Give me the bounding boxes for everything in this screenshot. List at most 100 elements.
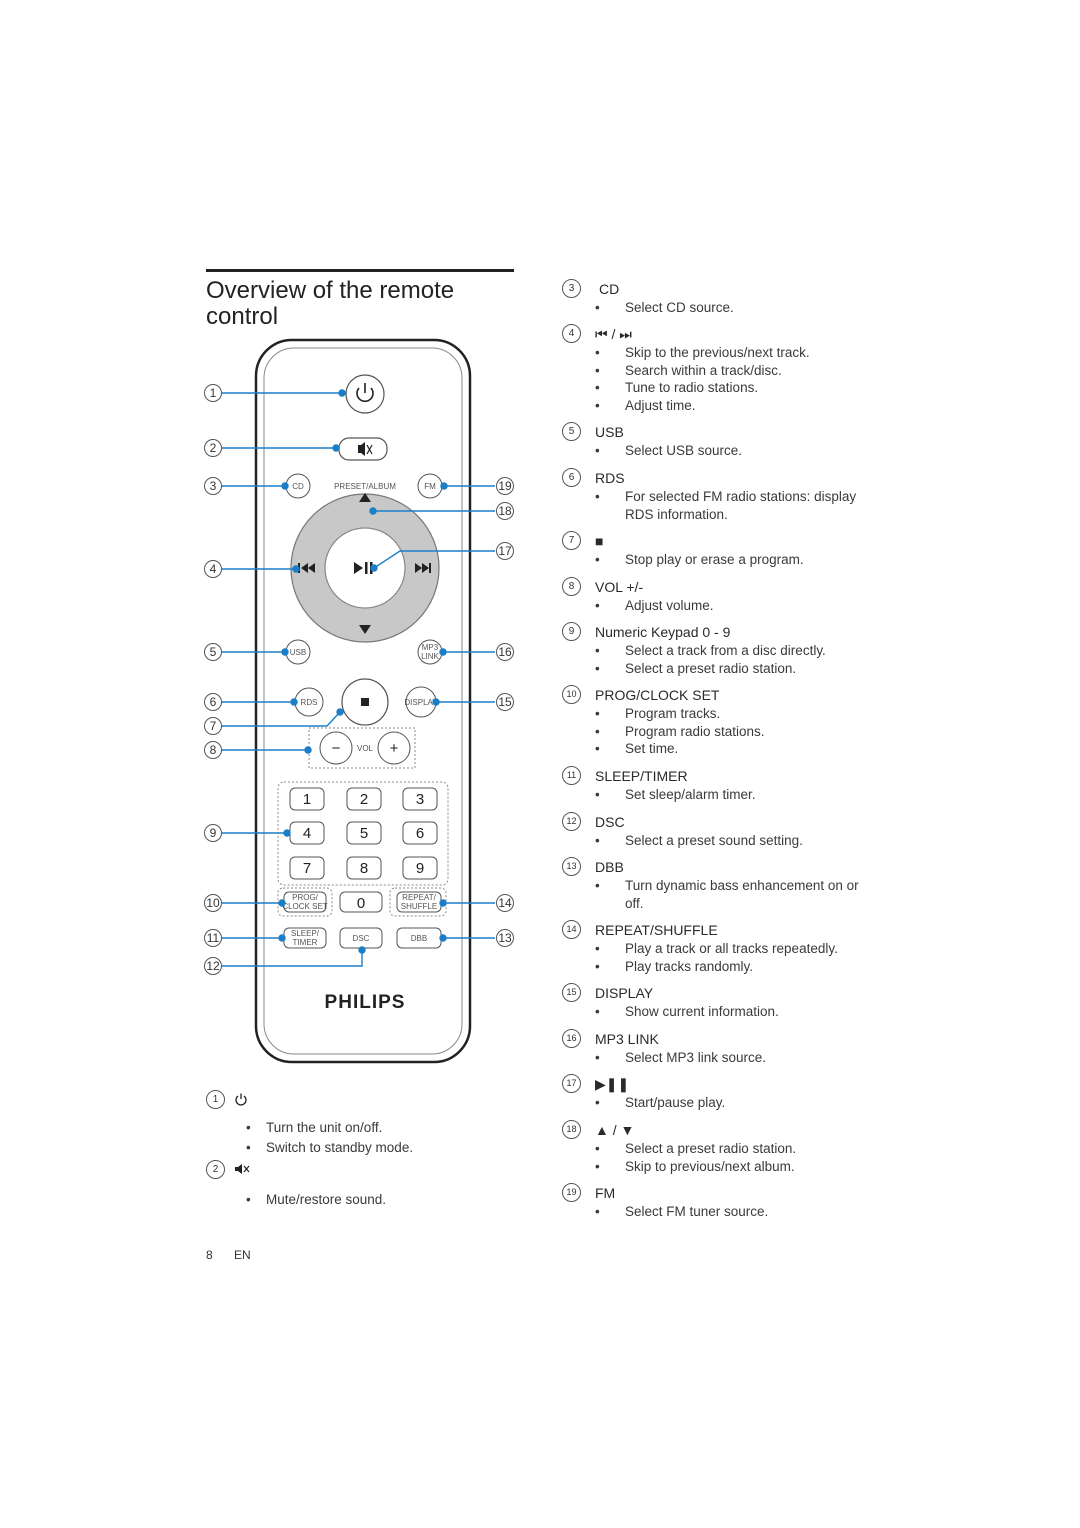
down-arrow-icon [359, 625, 371, 634]
svg-text:−: − [332, 740, 341, 757]
page-number: 8 [206, 1248, 213, 1262]
list-item: Show current information. [593, 1003, 883, 1021]
keypad: 1 2 3 4 5 6 7 8 9 [289, 787, 438, 880]
preset-album-label: PRESET/ALBUM [334, 482, 396, 491]
usb-label: USB [290, 648, 306, 657]
remote-figure: CD PRESET/ALBUM FM USB MP3 LINK RDS DISP… [190, 330, 530, 1075]
section-heading: ⏮ / ⏭ [595, 326, 632, 342]
svg-text:+: + [390, 740, 399, 757]
svg-text:5: 5 [360, 825, 368, 842]
svg-text:10: 10 [206, 896, 220, 910]
vol-plus-button [377, 731, 411, 765]
svg-text:TIMER: TIMER [293, 938, 318, 947]
svg-text:4: 4 [303, 825, 311, 842]
page-footer: 8 EN [206, 1248, 269, 1262]
list-item: Select MP3 link source. [593, 1049, 883, 1067]
section-heading: MP3 LINK [595, 1031, 659, 1047]
key-1 [289, 787, 325, 811]
list-item: Set time. [593, 740, 883, 758]
cd-label: CD [292, 482, 304, 491]
list-item: Stop play or erase a program. [593, 551, 883, 569]
section-heading: USB [595, 424, 624, 440]
list-item: For selected FM radio stations: display … [593, 488, 875, 523]
remote-body [254, 338, 472, 1064]
section-heading: DSC [595, 814, 625, 830]
section-number: 2 [206, 1160, 225, 1179]
svg-text:8: 8 [360, 860, 368, 877]
section-heading: REPEAT/SHUFFLE [595, 922, 718, 938]
callouts-left: 1 2 3 4 5 6 7 8 9 10 11 12 [204, 384, 222, 975]
key-0 [339, 891, 383, 913]
svg-text:9: 9 [416, 860, 424, 877]
section-18: 18▲ / ▼ Select a preset radio station. S… [562, 1120, 883, 1176]
section-heading: ▲ / ▼ [595, 1122, 635, 1138]
section-heading: CD [599, 281, 620, 297]
svg-text:4: 4 [210, 562, 217, 576]
svg-text:7: 7 [303, 860, 311, 877]
section-heading: DBB [595, 859, 624, 875]
list-item: Select USB source. [593, 442, 883, 460]
svg-text:2: 2 [210, 441, 217, 455]
power-button [345, 374, 385, 414]
svg-text:SLEEP/: SLEEP/ [291, 929, 320, 938]
svg-text:11: 11 [207, 931, 220, 945]
svg-text:CLOCK SET: CLOCK SET [282, 902, 327, 911]
section-heading: VOL +/- [595, 579, 644, 595]
key-7 [289, 856, 325, 880]
vol-label: VOL [357, 744, 374, 753]
svg-text:0: 0 [357, 895, 365, 912]
remote-inner-edge [263, 347, 463, 1055]
left-section-1: 1 Turn the unit on/off. Switch to standb… [206, 1090, 506, 1158]
section-3: 3CD Select CD source. [562, 279, 883, 317]
callouts-right: 19 18 17 16 15 14 13 [496, 477, 514, 947]
section-heading: DISPLAY [595, 985, 654, 1001]
list-item: Switch to standby mode. [226, 1138, 506, 1158]
svg-text:SHUFFLE: SHUFFLE [401, 902, 437, 911]
svg-text:3: 3 [210, 479, 217, 493]
list-item: Adjust volume. [593, 597, 883, 615]
list-item: Skip to previous/next album. [593, 1158, 883, 1176]
key-5 [346, 821, 382, 845]
mute-icon [358, 442, 365, 456]
list-item: Search within a track/disc. [593, 362, 883, 380]
svg-text:13: 13 [498, 931, 512, 945]
brand-logo: PHILIPS [325, 992, 406, 1013]
list-item: Skip to the previous/next track. [593, 344, 883, 362]
list-item: Select a preset sound setting. [593, 832, 883, 850]
list-item: Set sleep/alarm timer. [593, 786, 883, 804]
list-item: Mute/restore sound. [226, 1190, 506, 1210]
svg-text:18: 18 [498, 504, 512, 518]
list-item: Tune to radio stations. [593, 379, 883, 397]
svg-text:6: 6 [210, 695, 217, 709]
svg-text:17: 17 [498, 544, 512, 558]
key-3 [402, 787, 438, 811]
svg-text:REPEAT/: REPEAT/ [402, 893, 436, 902]
list-item: Select FM tuner source. [593, 1203, 883, 1221]
svg-text:3: 3 [416, 791, 424, 808]
display-label: DISPLAY [404, 698, 438, 707]
language-code: EN [234, 1248, 251, 1262]
list-item: Program tracks. [593, 705, 883, 723]
svg-text:7: 7 [210, 719, 217, 733]
section-4: 4⏮ / ⏭ Skip to the previous/next track. … [562, 324, 883, 414]
key-8 [346, 856, 382, 880]
key-2 [346, 787, 382, 811]
svg-text:9: 9 [210, 826, 217, 840]
svg-text:14: 14 [498, 896, 512, 910]
up-arrow-icon [359, 493, 371, 502]
svg-text:15: 15 [498, 695, 512, 709]
svg-text:1: 1 [210, 386, 217, 400]
section-heading: FM [595, 1185, 616, 1201]
section-heading: ■ [595, 533, 604, 549]
svg-text:19: 19 [498, 479, 512, 493]
list-item: Program radio stations. [593, 723, 883, 741]
svg-text:LINK: LINK [421, 652, 439, 661]
page-title: Overview of the remote control [206, 277, 455, 330]
svg-text:16: 16 [498, 645, 512, 659]
